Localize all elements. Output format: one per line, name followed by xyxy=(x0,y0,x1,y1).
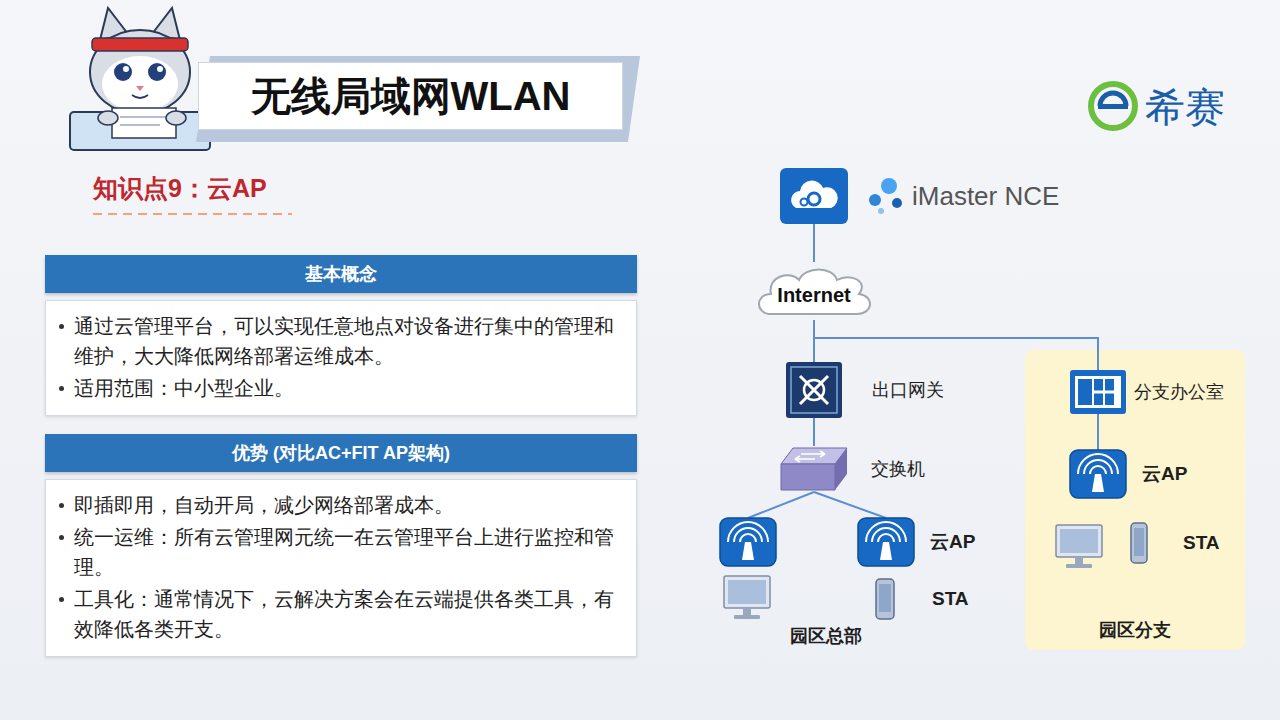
link-line xyxy=(814,320,1098,370)
ap-icon xyxy=(858,518,914,566)
bullet-text: 统一运维：所有云管理网元统一在云管理平台上进行监控和管理。 xyxy=(74,526,614,578)
logo-icon xyxy=(1091,84,1135,128)
bullet-text: 适用范围：中小型企业。 xyxy=(74,377,294,399)
ap-icon xyxy=(1070,450,1126,498)
gateway-node: 出口网关 xyxy=(786,362,842,418)
nce-logo xyxy=(869,178,902,214)
node-label: 交换机 xyxy=(871,457,925,481)
link-line xyxy=(1097,414,1099,450)
link-line xyxy=(814,492,886,518)
bullet-text: 通过云管理平台，可以实现任意地点对设备进行集中的管理和维护，大大降低网络部署运维… xyxy=(74,315,614,367)
panel-heading: 优势 (对比AC+FIT AP架构) xyxy=(45,434,637,472)
link-line xyxy=(813,224,815,262)
region-ground xyxy=(1025,350,1245,650)
section-heading: 知识点9：云AP xyxy=(93,172,267,205)
wire xyxy=(748,492,814,518)
title-shadow xyxy=(196,56,640,142)
phone-icon xyxy=(875,578,895,620)
slide-title: 无线局域网WLAN xyxy=(198,62,623,130)
node-label: 出口网关 xyxy=(872,378,944,402)
node-label: Internet xyxy=(777,276,850,307)
dashed-underline xyxy=(93,213,292,215)
office-node: 分支办公室 xyxy=(1070,370,1126,414)
region-node: 园区分支 分支办公室云AP STA xyxy=(1025,350,1245,650)
ap-icon xyxy=(720,518,776,566)
bullet-item: 统一运维：所有云管理网元统一在云管理平台上进行监控和管理。 xyxy=(74,522,616,582)
area-label: 园区总部 xyxy=(790,624,862,648)
bullet-text: 即插即用，自动开局，减少网络部署成本。 xyxy=(74,494,454,516)
bullet-dot xyxy=(59,324,64,329)
bullet-dot xyxy=(59,597,64,602)
gateway-icon xyxy=(786,362,842,418)
computer xyxy=(1056,525,1102,568)
node-label: 园区分支 xyxy=(1099,618,1171,642)
panel-body: 即插即用，自动开局，减少网络部署成本。统一运维：所有云管理网元统一在云管理平台上… xyxy=(45,479,637,657)
mascot xyxy=(70,8,210,150)
bullet-dot xyxy=(59,535,64,540)
node-label: iMaster NCE xyxy=(912,181,1059,212)
panel-node: 优势 (对比AC+FIT AP架构) 即插即用，自动开局，减少网络部署成本。统一运… xyxy=(45,434,637,657)
node-label: STA xyxy=(1183,532,1220,554)
cloudgear-node: iMaster NCE xyxy=(780,168,848,224)
bullet-text: 工具化：通常情况下，云解决方案会在云端提供各类工具，有效降低各类开支。 xyxy=(74,588,614,640)
switch-icon xyxy=(781,446,847,492)
bullet-item: 工具化：通常情况下，云解决方案会在云端提供各类工具，有效降低各类开支。 xyxy=(74,584,616,644)
phone-icon xyxy=(1130,522,1148,564)
panel-body: 通过云管理平台，可以实现任意地点对设备进行集中的管理和维护，大大降低网络部署运维… xyxy=(45,300,637,416)
bullet-item: 即插即用，自动开局，减少网络部署成本。 xyxy=(74,490,616,520)
ap-node: 云AP xyxy=(1070,450,1126,498)
switch-node: 交换机 xyxy=(781,446,847,492)
ap-node: 云AP xyxy=(858,518,914,566)
bullet-dot xyxy=(59,503,64,508)
node-label: 云AP xyxy=(1142,461,1187,487)
phone-node: STA xyxy=(1130,522,1148,564)
computer xyxy=(724,576,770,619)
node-label: 云AP xyxy=(930,529,975,555)
bullet-item: 适用范围：中小型企业。 xyxy=(74,373,616,403)
bullet-item: 通过云管理平台，可以实现任意地点对设备进行集中的管理和维护，大大降低网络部署运维… xyxy=(74,311,616,371)
office-icon xyxy=(1070,370,1126,414)
panel-node: 基本概念通过云管理平台，可以实现任意地点对设备进行集中的管理和维护，大大降低网络… xyxy=(45,255,637,416)
bullet-dot xyxy=(59,386,64,391)
cloudgear-icon xyxy=(780,168,848,224)
phone-node: STA xyxy=(875,578,895,620)
cloud-node: Internet xyxy=(753,262,875,320)
node-label: STA xyxy=(932,588,969,610)
logo-text: 希赛 xyxy=(1145,80,1225,135)
link-line xyxy=(813,418,815,446)
node-label: 分支办公室 xyxy=(1134,380,1224,404)
panel-heading: 基本概念 xyxy=(45,255,637,293)
